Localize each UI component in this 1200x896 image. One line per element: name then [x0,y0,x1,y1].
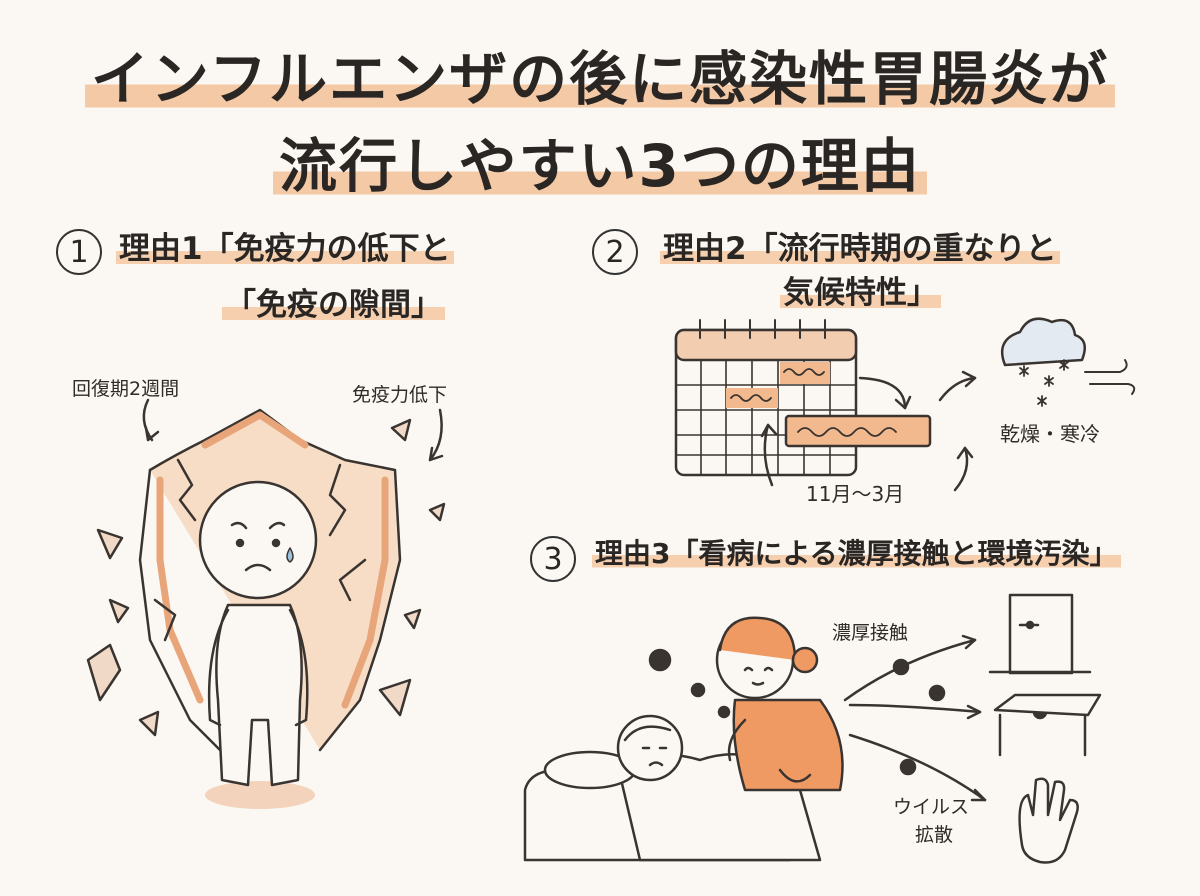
section-2-heading-line-1: 理由2「流行時期の重なりと [660,226,1060,273]
label-immunity-drop: 免疫力低下 [352,384,448,406]
label-close-contact: 濃厚接触 [832,622,909,644]
section-1-heading-line-2: 「免疫の隙間」 [222,282,445,329]
section-3-heading: 理由3「看病による濃厚接触と環境汚染」 [592,533,1121,575]
section-3-heading-text: 理由3「看病による濃厚接触と環境汚染」 [592,537,1121,570]
hand-icon [1018,777,1079,864]
caregiver-illustration [715,616,844,792]
sad-person-illustration [198,480,318,787]
arrow-immunity [428,408,443,462]
section-2-heading-text-1: 理由2「流行時期の重なりと [660,231,1060,267]
section-1-heading-line-1: 理由1「免疫力の低下と [116,226,454,273]
page-title-line-1: インフルエンザの後に感染性胃腸炎が [0,45,1200,113]
page-title-line-2: 流行しやすい3つの理由 [0,132,1200,200]
section-3-number: 3 [530,536,576,582]
section-1-heading-text-2: 「免疫の隙間」 [222,287,445,323]
label-virus-line-2: 拡散 [915,824,954,846]
label-virus-line-1: ウイルス [893,796,970,818]
label-epidemic-period: 11月～3月 [806,482,905,506]
calendar-illustration [674,319,932,477]
title-line-1-text: インフルエンザの後に感染性胃腸炎が [84,45,1116,113]
section-1-number: 1 [56,229,102,275]
section-2-heading-line-2: 気候特性」 [780,270,941,317]
table-icon [993,693,1102,757]
door-icon [988,593,1092,675]
label-climate: 乾燥・寒冷 [1000,422,1100,446]
arrow-recovery [142,398,154,442]
label-recovery-period: 回復期2週間 [72,378,180,400]
section-1-heading-text-1: 理由1「免疫力の低下と [116,231,454,267]
cloud-snow-wind-icon [1000,317,1136,407]
section-2-number: 2 [592,229,638,275]
section-2-heading-text-2: 気候特性」 [780,275,941,311]
title-line-2-text: 流行しやすい3つの理由 [273,132,927,200]
